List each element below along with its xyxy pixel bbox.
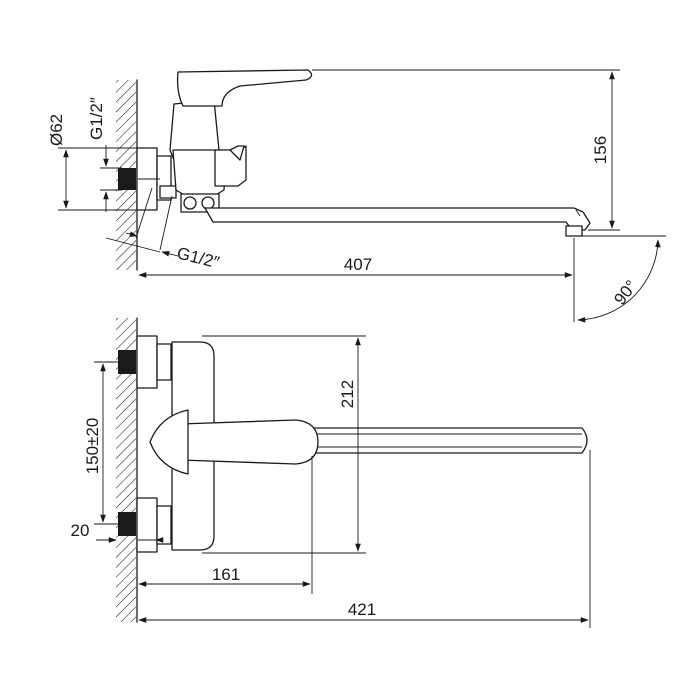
dim-offset-20: 20 [71,521,164,543]
dim-thread-g12-vertical: G1/2″ [87,97,122,212]
dim-height-212: 212 [202,335,366,554]
dim-20-label: 20 [71,521,90,540]
dim-g12-top-label: G1/2″ [87,97,106,140]
side-valve-body [169,99,247,213]
dim-centers-150: 150±20 [83,361,122,525]
dim-g12-bottom-label: G1/2″ [175,243,221,272]
front-lever-handle [149,409,319,475]
dim-421-label: 421 [348,600,376,619]
front-view: 212 150±20 20 161 421 [71,317,591,628]
front-spout [299,427,588,454]
dim-62-label: Ø62 [47,114,66,146]
side-spout [204,207,591,237]
dim-width-407: 407 [138,238,575,322]
dim-407-label: 407 [344,255,372,274]
front-inlet-top [118,335,172,389]
dim-diameter-62: Ø62 [47,114,137,211]
dim-width-161: 161 [138,456,313,594]
side-eccentric-fitting [118,147,177,211]
dim-212-label: 212 [338,380,357,408]
dim-156-label: 156 [591,136,610,164]
front-inlet-bottom [118,497,172,553]
dim-height-156: 156 [312,69,620,231]
dim-150-label: 150±20 [83,418,102,475]
side-lever-handle [176,69,313,107]
dim-angle-90: 90° [577,235,666,323]
dim-161-label: 161 [212,565,240,584]
dim-90-label: 90° [610,277,641,309]
side-view: Ø62 G1/2″ G1/2″ 156 [47,69,666,323]
dim-width-421: 421 [138,450,591,628]
